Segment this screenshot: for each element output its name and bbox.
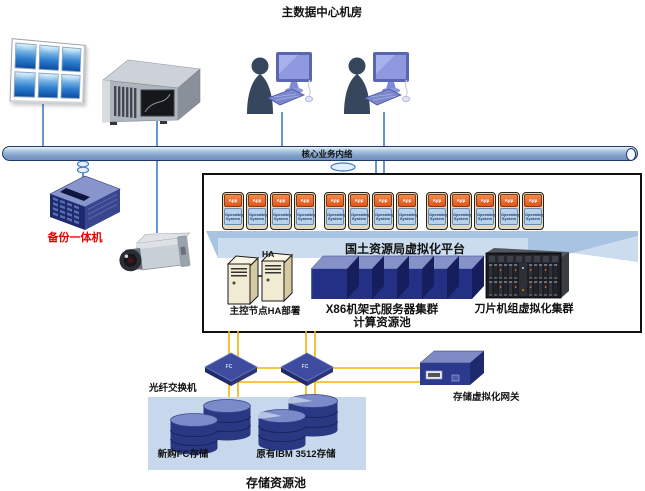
fc-switch-icon: FC — [280, 352, 334, 386]
backup-appliance-icon — [49, 175, 121, 230]
blade-cluster-label: 刀片机组虚拟化集群 — [474, 303, 574, 315]
ibm-storage-disks-icon — [257, 394, 338, 451]
backup-appliance-label: 备份一体机 — [47, 232, 103, 244]
gateway-label: 存储虚拟化网关 — [453, 392, 520, 403]
storage-pool-label: 存储资源池 — [245, 476, 306, 490]
svg-text:FC: FC — [302, 364, 309, 370]
ha-tower-servers-icon — [226, 252, 294, 306]
camera-icon — [119, 232, 191, 272]
core-network-bus — [2, 146, 638, 161]
page-title: 主数据中心机房 — [281, 7, 363, 19]
ha-nodes-label: 主控节点HA部署 — [229, 306, 301, 317]
ibm-storage-label: 原有IBM 3512存储 — [256, 449, 336, 460]
fc-storage-disks-icon — [170, 399, 251, 455]
core-network-label: 核心业务内络 — [301, 149, 353, 159]
bus-end-cap — [626, 147, 636, 161]
ha-tag: HA — [262, 249, 275, 259]
x86-cluster-label: X86机架式服务器集群计算资源池 — [325, 304, 439, 329]
storage-gateway-icon — [419, 350, 485, 385]
rack-server-icon — [102, 59, 201, 125]
fc-switch-icon: FC — [204, 352, 258, 386]
operator-workstation-icon — [343, 51, 411, 115]
blade-chassis-icon — [485, 248, 569, 299]
x86-server-cluster-icon — [310, 255, 485, 299]
new-fc-storage-label: 新购FC存储 — [157, 449, 209, 460]
fc-switch-label: 光纤交换机 — [149, 383, 197, 394]
operator-workstation-icon — [246, 51, 314, 115]
svg-text:FC: FC — [226, 364, 233, 370]
platform-label: 国土资源局虚拟化平台 — [344, 242, 465, 256]
